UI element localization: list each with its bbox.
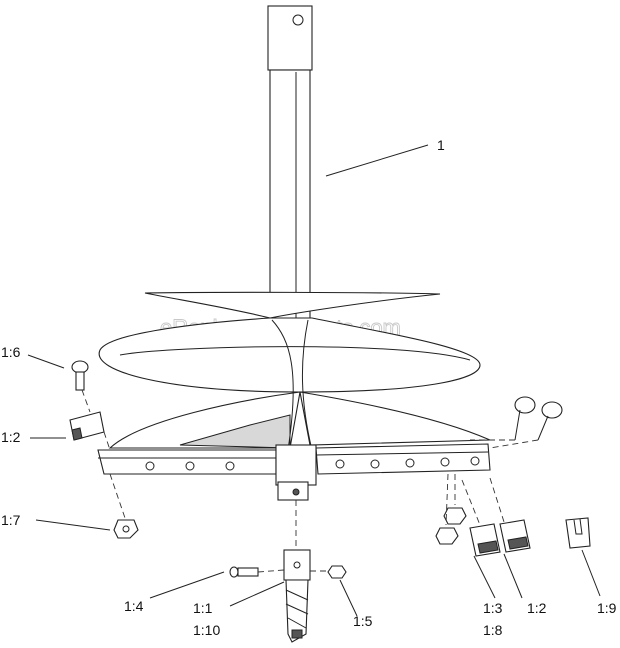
callout-1-2-left: 1:2 (1, 429, 21, 445)
callout-1-9: 1:9 (597, 600, 617, 616)
auger-flighting (98, 291, 491, 451)
callout-1-4: 1:4 (124, 598, 144, 614)
pilot-screw (229, 566, 285, 578)
teeth-right (461, 477, 531, 557)
callout-1-1: 1:1 (193, 600, 213, 616)
tooth-loose (565, 517, 591, 549)
bolt-left (71, 360, 91, 413)
shaft-collar (275, 444, 317, 501)
callout-1-5: 1:5 (353, 613, 373, 629)
cutting-edge-bar (97, 443, 491, 475)
auger-shaft (267, 5, 313, 321)
tooth-left (69, 411, 111, 451)
callout-1-10: 1:10 (193, 622, 220, 638)
pilot-nut (310, 565, 347, 579)
callout-1-8: 1:8 (483, 622, 503, 638)
right-bolts (470, 396, 563, 449)
nut-left (109, 473, 139, 539)
callout-1-3: 1:3 (483, 600, 503, 616)
pilot-bit (283, 500, 311, 643)
callout-1: 1 (437, 137, 445, 153)
callout-1-6: 1:6 (1, 344, 21, 360)
nuts-right (435, 473, 467, 545)
callout-1-7: 1:7 (1, 512, 21, 528)
leader-lines (27, 144, 601, 617)
callout-1-2-right: 1:2 (527, 600, 547, 616)
